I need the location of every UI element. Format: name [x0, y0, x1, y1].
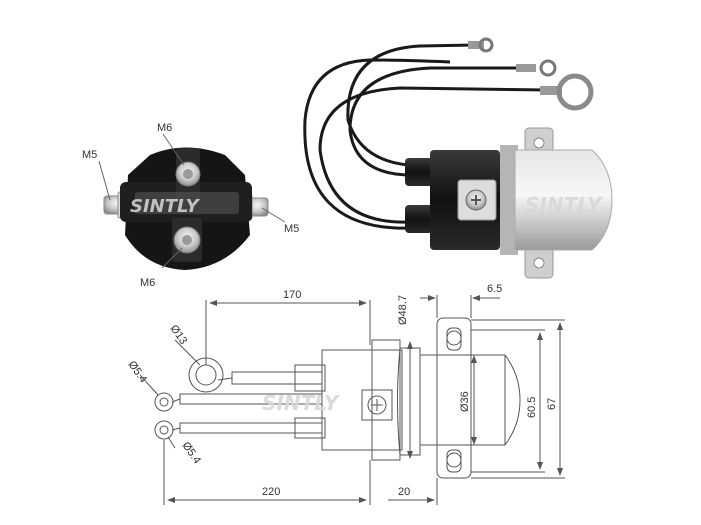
label-left-terminal: M5 — [82, 149, 97, 161]
watermark-drawing: SINTLY — [262, 391, 341, 415]
ring-terminal-large — [540, 73, 594, 111]
dia-48-7: Ø48.7 — [397, 295, 409, 325]
side-black-block — [405, 150, 500, 250]
label-right-terminal: M5 — [284, 223, 299, 235]
ring-terminal-small-1 — [468, 37, 494, 53]
side-metal-can — [500, 127, 613, 279]
dim-6-5: 6.5 — [487, 283, 502, 295]
dim-170: 170 — [283, 289, 301, 301]
dim-67: 67 — [546, 398, 558, 410]
technical-drawing — [139, 295, 565, 505]
front-callouts — [98, 133, 286, 269]
watermark-front: SINTLY — [130, 196, 201, 217]
side-view-photo: SINTLY — [303, 37, 613, 279]
dim-60-5: 60.5 — [526, 397, 538, 418]
label-top-terminal: M6 — [157, 122, 172, 134]
dia-13: Ø13 — [168, 323, 190, 347]
dia-5-4-bottom: Ø5.4 — [180, 440, 204, 466]
ring-terminal-small-2 — [516, 59, 557, 77]
wire-leads-2 — [318, 86, 549, 224]
dim-20: 20 — [398, 486, 410, 498]
dim-220: 220 — [262, 486, 280, 498]
label-bottom-terminal: M6 — [140, 277, 155, 289]
dia-36: Ø36 — [459, 391, 471, 412]
front-view-photo: M6 M5 M5 M6 SINTLY — [82, 122, 299, 289]
watermark-side: SINTLY — [525, 193, 604, 217]
wire-leads — [303, 43, 520, 230]
